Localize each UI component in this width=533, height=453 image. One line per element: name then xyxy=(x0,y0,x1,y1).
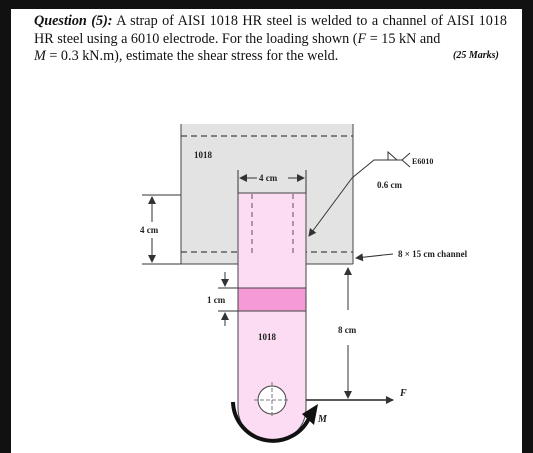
strap-body xyxy=(238,193,306,442)
strap-band xyxy=(237,287,307,312)
moment-variable: M xyxy=(34,48,46,64)
force-value: = 15 kN and xyxy=(366,30,441,47)
channel-spec-label: 8 × 15 cm channel xyxy=(398,249,468,259)
weld-leader-line xyxy=(308,177,353,237)
right-border xyxy=(522,0,533,453)
question-line1: A strap of AISI 1018 HR steel is welded … xyxy=(112,13,475,29)
question-line2: 1018 HR steel using a 6010 electrode. Fo… xyxy=(34,13,507,47)
weld-tail xyxy=(401,152,411,168)
weld-size-label: 0.6 cm xyxy=(377,180,402,190)
moment-arc xyxy=(231,401,312,443)
load-distance-label: 8 cm xyxy=(338,325,357,335)
channel-spec-leader xyxy=(355,253,394,262)
fillet-weld-symbol xyxy=(387,150,398,161)
force-variable: F xyxy=(357,30,367,47)
electrode-label: E6010 xyxy=(412,157,433,166)
question-label: Question (5): xyxy=(34,13,113,29)
band-height-label: 1 cm xyxy=(207,295,226,305)
question-line3: = 0.3 kN.m), estimate the shear stress f… xyxy=(45,48,339,64)
marks-label: (25 Marks) xyxy=(453,50,499,61)
strap-width-label: 4 cm xyxy=(259,173,278,183)
strap-material-label: 1018 xyxy=(258,332,277,342)
left-border xyxy=(0,0,11,453)
moment-label: M xyxy=(317,414,328,425)
top-border xyxy=(0,0,533,9)
moment-arrowhead xyxy=(302,404,318,425)
question-text: Question (5): A strap of AISI 1018 HR st… xyxy=(34,13,507,66)
channel-height-label: 4 cm xyxy=(140,225,159,235)
weld-leader-jog xyxy=(351,159,402,179)
channel-material-label: 1018 xyxy=(194,150,213,160)
force-label: F xyxy=(399,388,407,399)
